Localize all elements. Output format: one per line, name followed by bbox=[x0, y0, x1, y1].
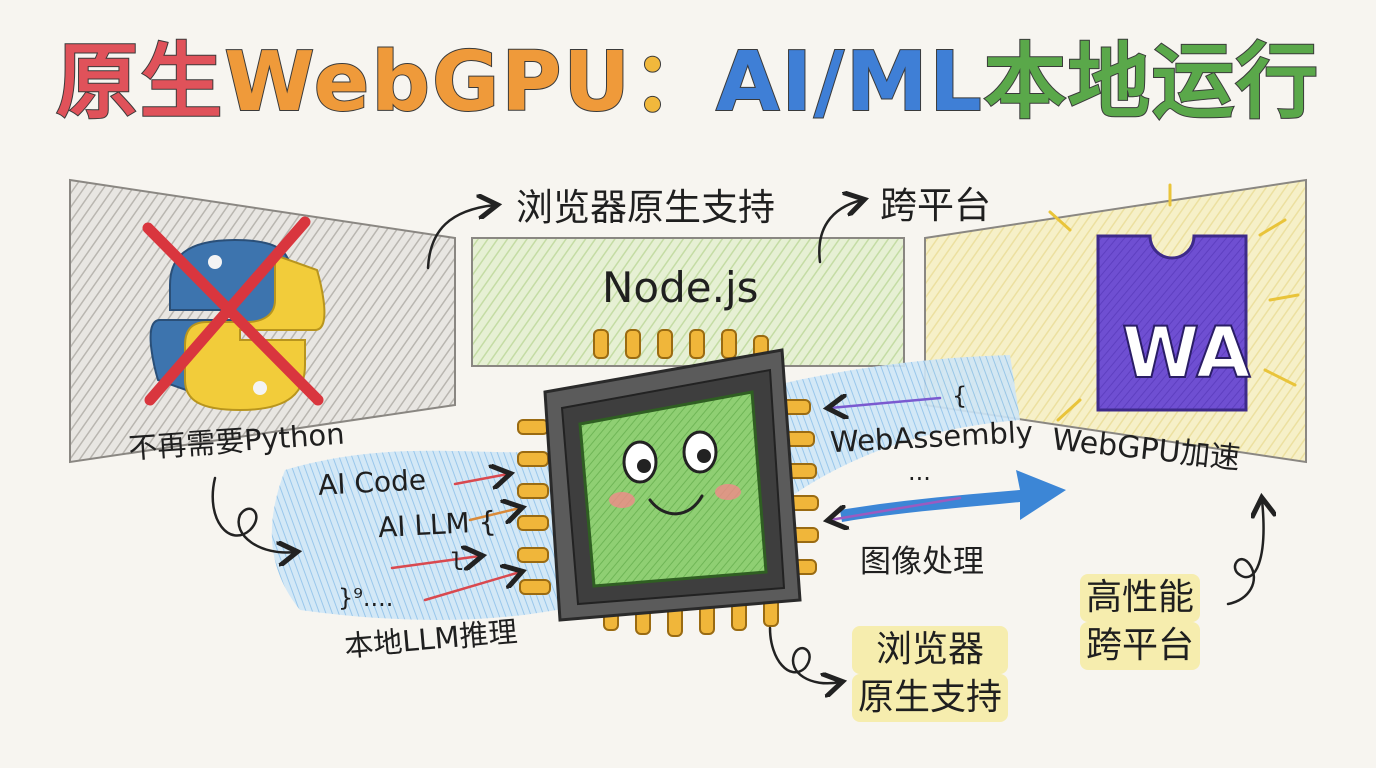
title-part-webgpu: WebGPU bbox=[223, 34, 633, 131]
label-ai-llm: AI LLM { bbox=[377, 504, 498, 545]
label-browser-native-bottom-line1: 浏览器 bbox=[852, 626, 1009, 674]
title-part-local-run: 本地运行 bbox=[983, 34, 1320, 131]
label-browser-native-bottom-line2: 原生支持 bbox=[852, 674, 1009, 722]
label-ai-code: AI Code bbox=[317, 463, 427, 502]
page-title: 原生WebGPU：AI/ML本地运行 bbox=[0, 28, 1376, 138]
label-ai-llm-mid: l bbox=[450, 548, 465, 576]
wa-badge-text: WA bbox=[1121, 311, 1251, 395]
label-webassembly-brace: { bbox=[952, 382, 968, 410]
label-cross-platform-top: 跨平台 bbox=[880, 184, 991, 227]
title-part-native: 原生 bbox=[55, 34, 225, 131]
label-perf-line2: 跨平台 bbox=[1080, 622, 1201, 670]
label-image-processing: 图像处理 bbox=[860, 544, 984, 580]
label-browser-native-bottom: 浏览器 原生支持 bbox=[852, 626, 1009, 722]
webassembly-logo-icon bbox=[1048, 183, 1300, 422]
stream-arrow bbox=[840, 470, 1066, 522]
title-part-aiml: AI/ML bbox=[715, 34, 984, 131]
title-part-colon: ： bbox=[631, 34, 717, 131]
red-cross-icon bbox=[142, 216, 324, 406]
smiling-chip-icon bbox=[517, 329, 819, 637]
label-nodejs: Node.js bbox=[602, 263, 759, 312]
label-browser-native-top: 浏览器原生支持 bbox=[516, 186, 775, 229]
label-perf-line1: 高性能 bbox=[1080, 574, 1201, 622]
label-perf-cross-platform: 高性能 跨平台 bbox=[1080, 574, 1201, 670]
label-ai-llm-end: }⁹.... bbox=[338, 584, 394, 612]
label-webassembly-dots: ... bbox=[908, 458, 931, 486]
